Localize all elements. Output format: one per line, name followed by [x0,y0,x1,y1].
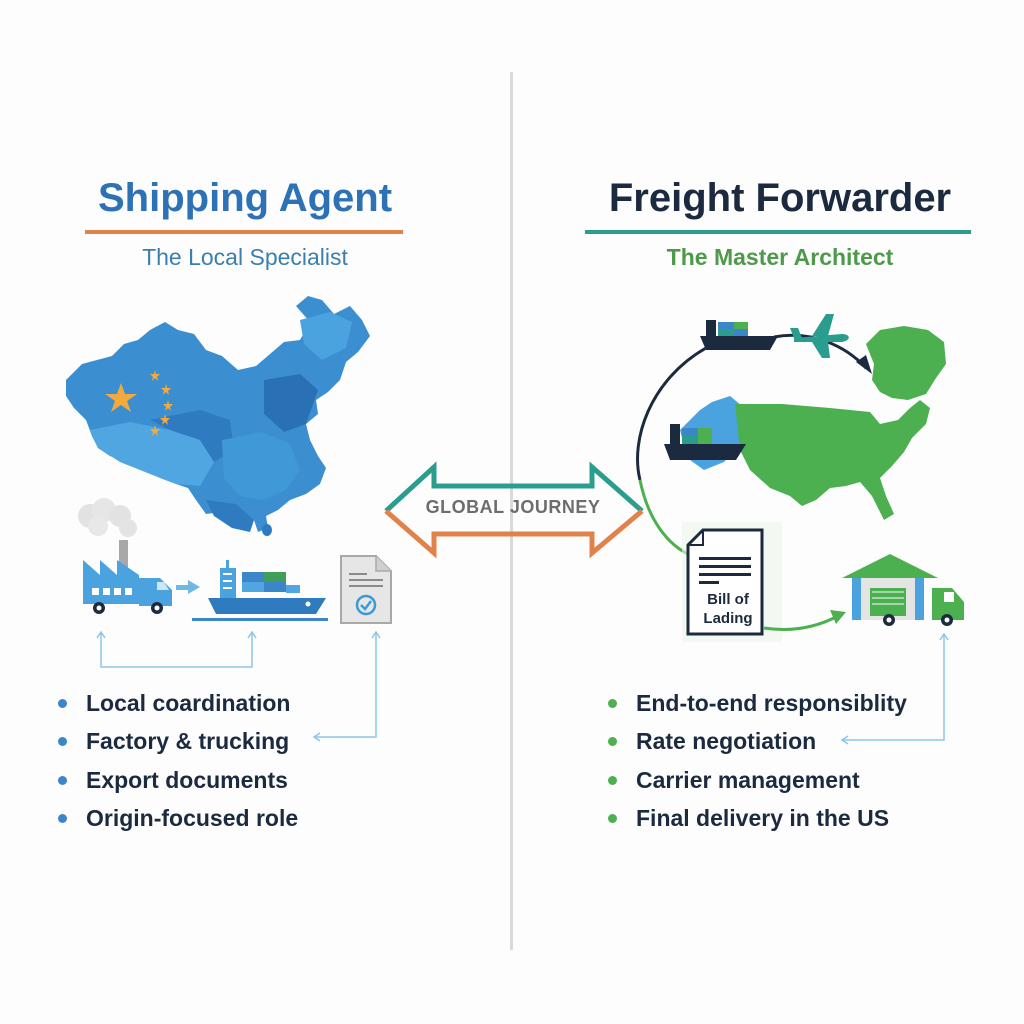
shipping-agent-underline [85,230,403,234]
warehouse-icon [842,554,938,620]
bullet-text: Export documents [86,766,288,793]
list-item: Rate negotiation [608,723,907,762]
arrow-right-icon [176,580,200,594]
cargo-ship-bottom-icon [664,424,746,460]
cargo-ship-icon [192,560,328,621]
delivery-arrow [763,614,839,631]
list-item: End-to-end responsiblity [608,684,907,723]
bullet-text: End-to-end responsiblity [636,689,907,716]
factory-icon [83,540,139,604]
global-journey-label: GLOBAL JOURNEY [425,497,601,517]
left-connector-lines [96,630,381,742]
china-map-icon [66,296,370,536]
bullet-text: Factory & trucking [86,728,290,755]
list-item: Origin-focused role [58,800,298,839]
bullet-dot-icon [58,775,67,785]
bullet-dot-icon [58,698,67,708]
bullet-text: Origin-focused role [86,805,299,832]
document-check-icon [340,555,392,624]
freight-forwarder-subtitle: The Master Architect [666,244,894,270]
smoke-icon [78,498,137,537]
bullet-text: Local coardination [86,689,291,716]
right-connector-lines [840,632,949,745]
bullet-dot-icon [608,775,617,785]
freight-forwarder-bullet-list: End-to-end responsiblity Rate negotiatio… [608,684,907,838]
north-america-map-icon [735,326,946,520]
bill-of-lading-label: Bill of Lading [692,590,764,628]
freight-forwarder-underline [585,230,971,234]
list-item: Final delivery in the US [608,800,907,839]
list-item: Local coardination [58,684,298,723]
truck-icon [93,578,172,614]
bullet-dot-icon [608,698,617,708]
bullet-text: Final delivery in the US [636,805,890,832]
airplane-icon [790,314,849,358]
shipping-agent-bullet-list: Local coardination Factory & trucking Ex… [58,684,298,838]
bullet-dot-icon [608,814,617,824]
bill-of-lading-icon[interactable] [682,522,782,642]
list-item: Factory & trucking [58,723,298,762]
freight-forwarder-title: Freight Forwarder [608,176,952,220]
route-arc-dark [636,346,707,481]
cargo-ship-top-icon [700,320,778,350]
bullet-text: Carrier management [636,766,860,793]
list-item: Export documents [58,761,298,800]
bullet-dot-icon [58,814,67,824]
bullet-dot-icon [58,737,67,747]
shipping-agent-subtitle: The Local Specialist [142,244,348,270]
bill-of-lading-line2: Lading [703,610,753,627]
delivery-truck-icon [883,588,964,626]
shipping-agent-title: Shipping Agent [97,176,393,220]
global-journey-arrow-icon[interactable] [384,461,644,559]
bullet-dot-icon [608,737,617,747]
list-item: Carrier management [608,761,907,800]
bill-of-lading-line1: Bill of [707,591,749,608]
bullet-text: Rate negotiation [636,728,817,755]
center-divider [510,72,513,950]
